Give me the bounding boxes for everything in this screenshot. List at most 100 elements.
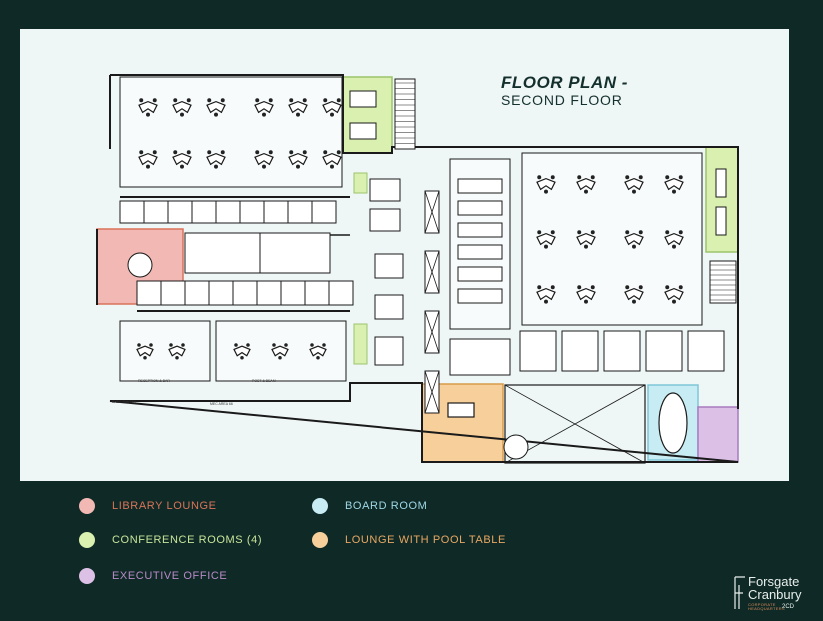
shaft (424, 370, 440, 414)
workstation-cluster (254, 98, 274, 117)
private-office (603, 330, 641, 372)
workstation-cluster (624, 175, 644, 194)
logo-subtitle: CORPORATE HEADQUARTERS (748, 602, 785, 611)
private-office (208, 280, 234, 306)
private-office (167, 200, 193, 224)
logo-code: 2CD (782, 604, 795, 610)
workstation-cluster (136, 343, 154, 360)
spiral-stair (503, 434, 529, 460)
workstation-cluster (536, 285, 556, 304)
private-office (136, 280, 162, 306)
workstation-cluster (664, 175, 684, 194)
shaft (424, 190, 440, 234)
conference-table (715, 168, 727, 198)
legend-item-conference-rooms: CONFERENCE ROOMS (4) (79, 530, 262, 550)
legend-dot-library-lounge (79, 498, 95, 514)
meeting-room (374, 253, 404, 279)
workstation-cluster (172, 98, 192, 117)
core-room (457, 244, 503, 260)
private-office (287, 200, 313, 224)
private-office (239, 200, 265, 224)
workstation-cluster (206, 98, 226, 117)
forsgate-cranbury-logo: Forsgate Cranbury CORPORATE HEADQUARTERS… (734, 574, 818, 614)
atrium-line (504, 384, 646, 464)
meeting-room (374, 336, 404, 366)
workstation-cluster (664, 285, 684, 304)
private-office (184, 280, 210, 306)
private-office (328, 280, 354, 306)
core-room (457, 288, 503, 304)
conference-room-area (341, 76, 393, 154)
plan-area-label: POST & BEAM (252, 379, 276, 383)
private-office (263, 200, 289, 224)
legend-dot-conference-rooms (79, 532, 95, 548)
library-furniture (127, 252, 153, 278)
workstation-cluster (309, 343, 327, 360)
workstation-cluster (576, 285, 596, 304)
logo-line1: Forsgate (748, 574, 800, 589)
shaft (424, 250, 440, 294)
meeting-room (374, 294, 404, 320)
floor-plan-panel: RECEPTION & BAR POST & BEAM MEC AREA 66 EXE… (20, 29, 789, 481)
workstation-cluster (288, 98, 308, 117)
private-office (143, 200, 169, 224)
legend-dot-executive-office (79, 568, 95, 584)
private-office (160, 280, 186, 306)
private-office (304, 280, 330, 306)
workstation-cluster (172, 150, 192, 169)
core-room (457, 222, 503, 238)
workstation-cluster (536, 175, 556, 194)
workstation-cluster (576, 175, 596, 194)
legend-item-executive-office: EXECUTIVE OFFICE (79, 566, 227, 586)
legend-label-board-room: BOARD ROOM (345, 500, 428, 512)
workstation-cluster (138, 150, 158, 169)
stair-core (394, 78, 416, 150)
legend-item-lounge-pool: LOUNGE WITH POOL TABLE (312, 530, 506, 550)
open-office-zone (119, 320, 211, 382)
legend-label-lounge-pool: LOUNGE WITH POOL TABLE (345, 534, 506, 546)
workstation-cluster (576, 230, 596, 249)
private-office (191, 200, 217, 224)
private-office (119, 200, 145, 224)
floor-plan-drawing: RECEPTION & BAR POST & BEAM MEC AREA 66 EXE… (96, 74, 739, 464)
private-office (645, 330, 683, 372)
plan-area-label: EXEC PANTRY (112, 400, 137, 404)
private-office (687, 330, 725, 372)
executive-office-area (697, 406, 739, 463)
shaft (424, 310, 440, 354)
workstation-cluster (322, 98, 342, 117)
plan-title: FLOOR PLAN - (501, 73, 628, 92)
legend-label-library-lounge: LIBRARY LOUNGE (112, 500, 217, 512)
workstation-cluster (664, 230, 684, 249)
core-room (457, 178, 503, 194)
workstation-cluster (254, 150, 274, 169)
workstation-cluster (138, 98, 158, 117)
conference-table (715, 206, 727, 236)
legend-label-executive-office: EXECUTIVE OFFICE (112, 570, 228, 582)
workstation-cluster (624, 285, 644, 304)
private-office (561, 330, 599, 372)
private-office (449, 338, 511, 376)
private-office (215, 200, 241, 224)
plan-subtitle: SECOND FLOOR (501, 92, 623, 108)
logo-mark-icon (734, 576, 745, 609)
pool-table (447, 402, 475, 418)
private-office (311, 200, 337, 224)
conference-room-area (705, 146, 739, 253)
legend-dot-lounge-pool (312, 532, 328, 548)
meeting-room (369, 178, 401, 202)
conference-table (349, 90, 377, 108)
plan-area-label: RECEPTION & BAR (138, 379, 170, 383)
private-office (280, 280, 306, 306)
workstation-cluster (536, 230, 556, 249)
meeting-room (369, 208, 401, 232)
conference-table (349, 122, 377, 140)
stair-core (709, 260, 737, 304)
atrium (504, 384, 646, 464)
workstation-cluster (233, 343, 251, 360)
core-room (457, 200, 503, 216)
workstation-cluster (624, 230, 644, 249)
core-room (457, 266, 503, 282)
board-table (658, 392, 688, 454)
plan-area-label: MEC AREA 66 (210, 402, 233, 406)
